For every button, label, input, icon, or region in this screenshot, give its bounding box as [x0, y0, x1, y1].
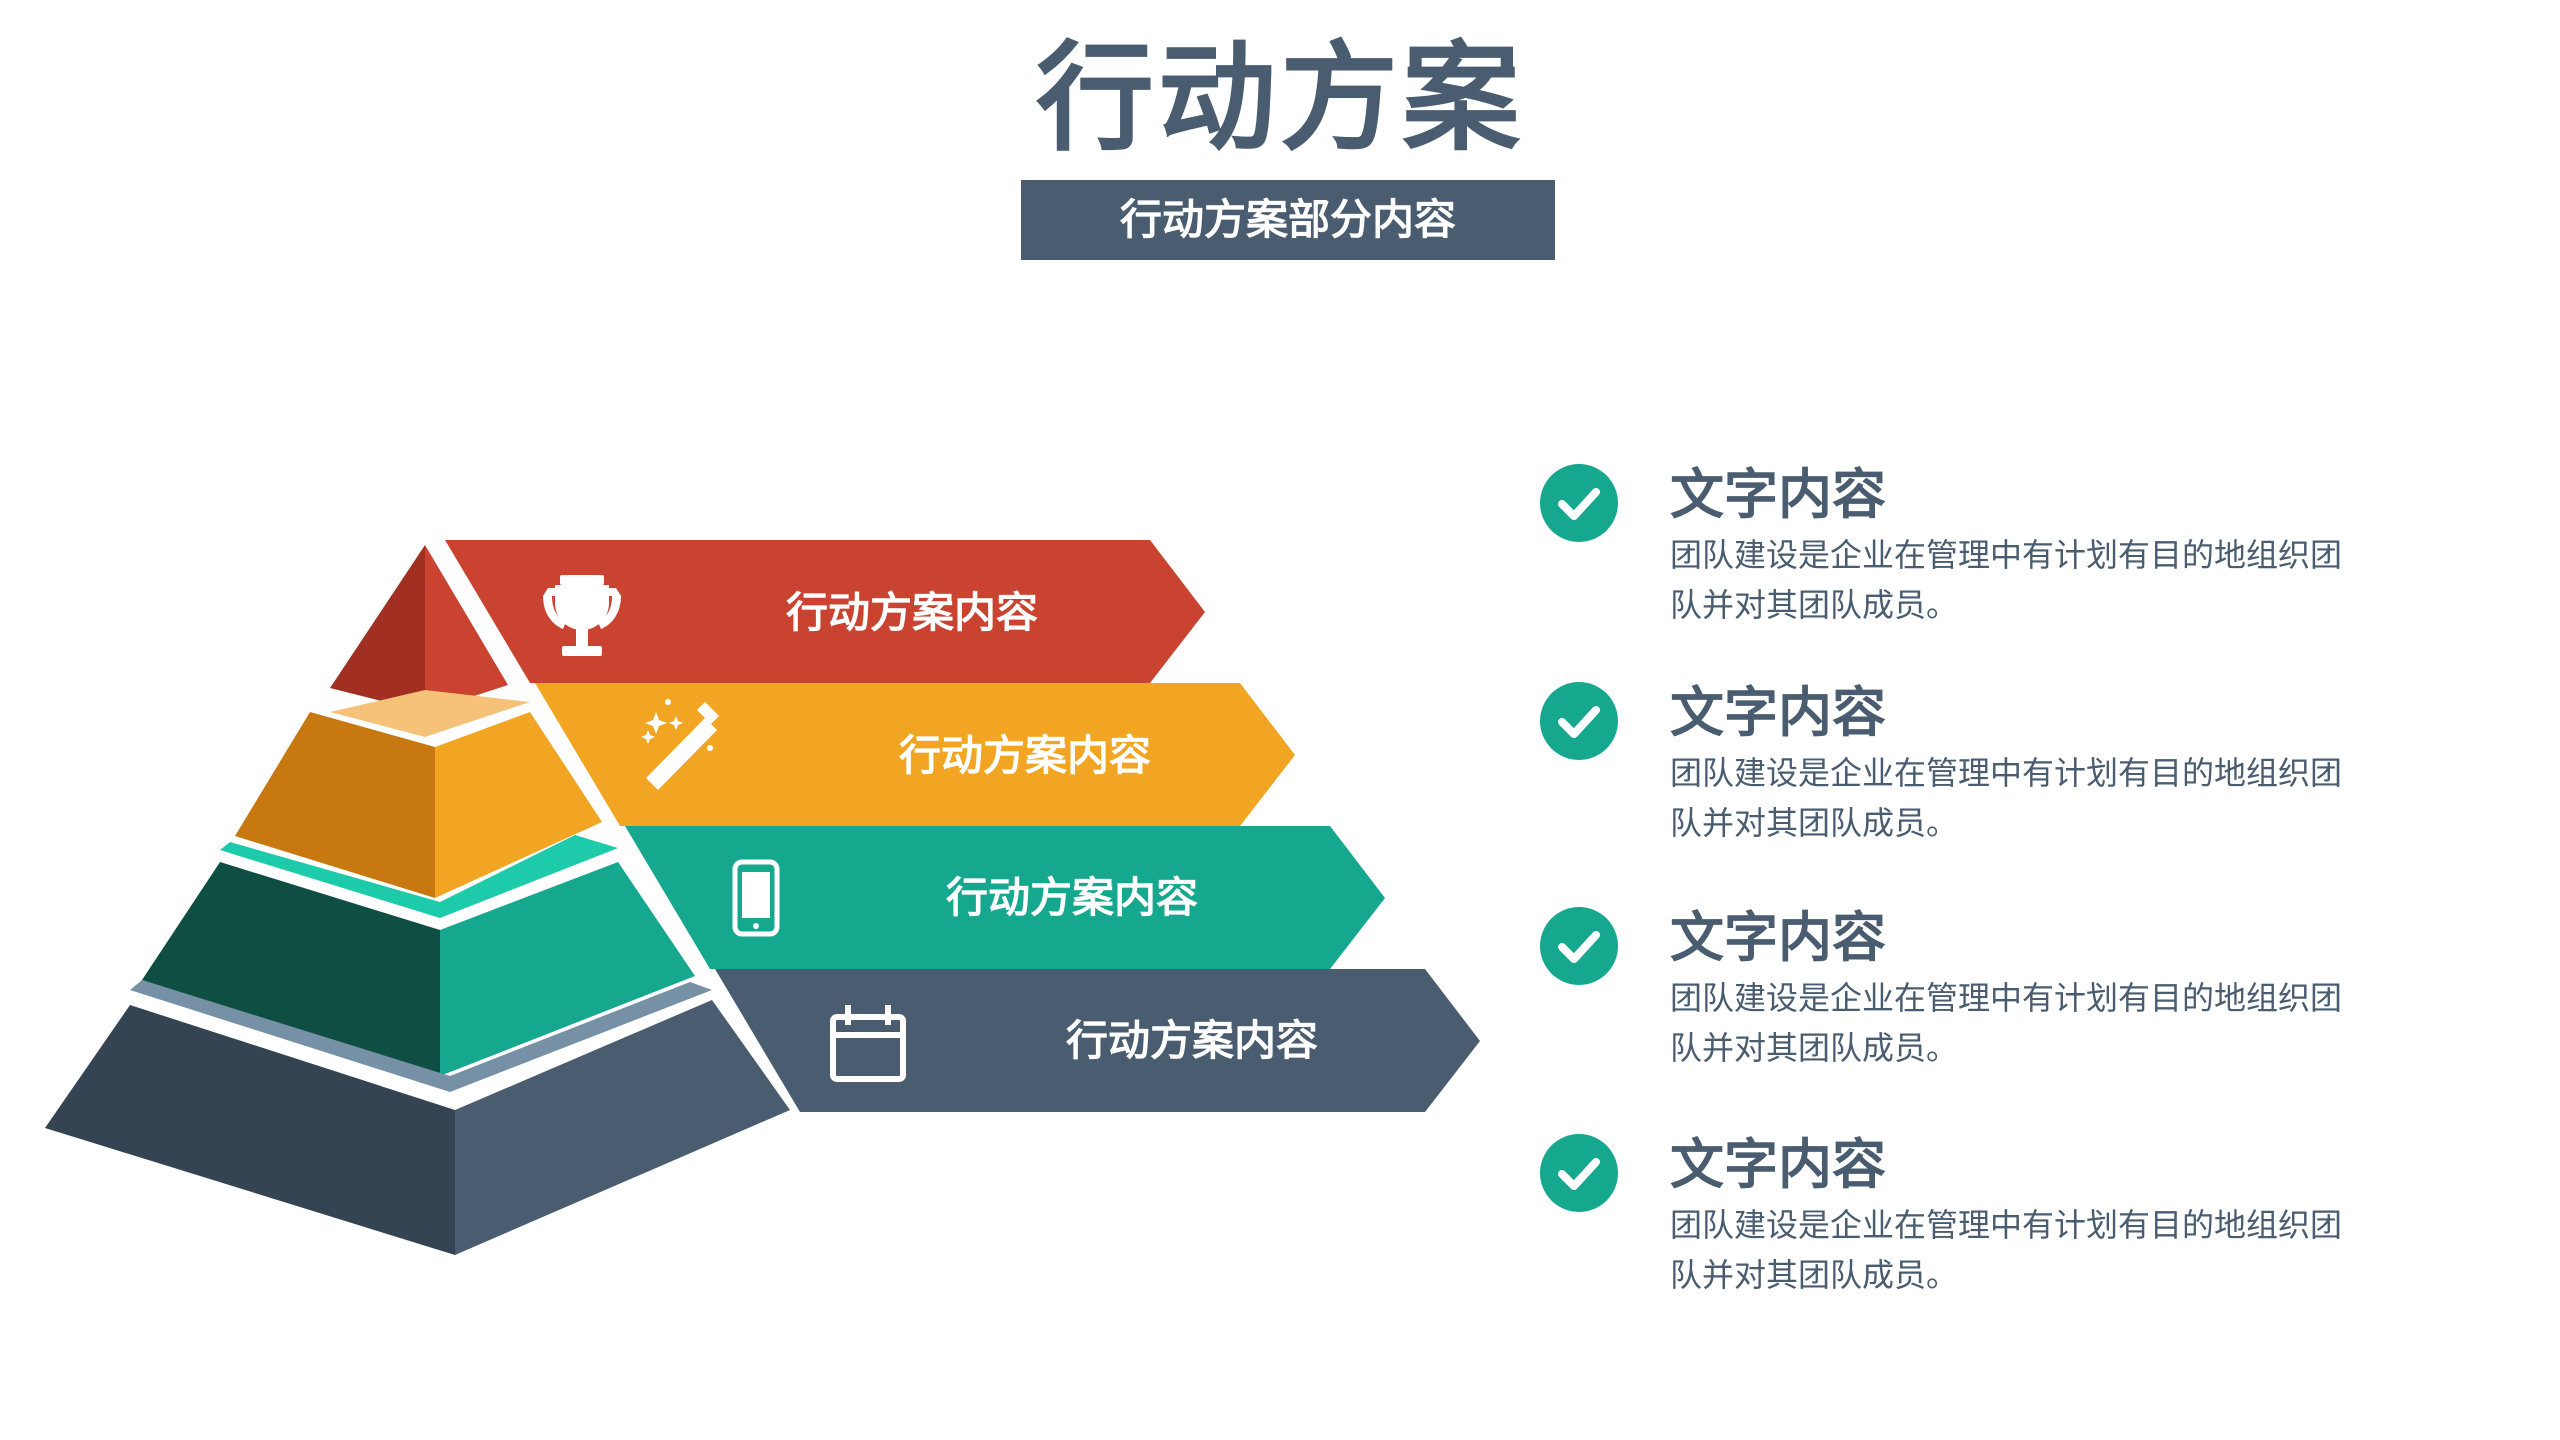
magic-wand-icon: [641, 699, 719, 790]
item-description: 团队建设是企业在管理中有计划有目的地组织团队并对其团队成员。: [1670, 536, 2343, 624]
item-description: 团队建设是企业在管理中有计划有目的地组织团队并对其团队成员。: [1670, 1206, 2343, 1294]
check-icon: [1540, 682, 1618, 760]
calendar-icon: [830, 1005, 906, 1082]
banner-label-1: 行动方案内容: [786, 588, 1038, 637]
banner-1: [445, 540, 1205, 683]
check-icon: [1540, 907, 1618, 985]
banner-label-2: 行动方案内容: [899, 731, 1151, 780]
item-description: 团队建设是企业在管理中有计划有目的地组织团队并对其团队成员。: [1670, 979, 2343, 1067]
pyramid-level-4: [45, 980, 790, 1255]
banner-3: [625, 826, 1385, 969]
item-title: 文字内容: [1670, 463, 1886, 526]
banner-label-3: 行动方案内容: [946, 873, 1198, 922]
pyramid-level-2: [235, 690, 602, 898]
trophy-icon: [543, 575, 621, 656]
item-title: 文字内容: [1670, 681, 1886, 744]
item-title: 文字内容: [1670, 1133, 1886, 1196]
check-icon: [1540, 1134, 1618, 1212]
banner-label-4: 行动方案内容: [1066, 1016, 1318, 1065]
check-icon: [1540, 464, 1618, 542]
banner-2: [535, 683, 1295, 826]
page-title: 行动方案: [1035, 29, 1524, 167]
item-description: 团队建设是企业在管理中有计划有目的地组织团队并对其团队成员。: [1670, 754, 2343, 842]
subtitle-banner: 行动方案部分内容: [1021, 180, 1555, 260]
banner-4: [715, 969, 1480, 1112]
pyramid-level-3: [142, 835, 695, 1076]
item-title: 文字内容: [1670, 906, 1886, 969]
pyramid-level-1: [330, 545, 508, 712]
smartphone-icon: [732, 859, 780, 937]
